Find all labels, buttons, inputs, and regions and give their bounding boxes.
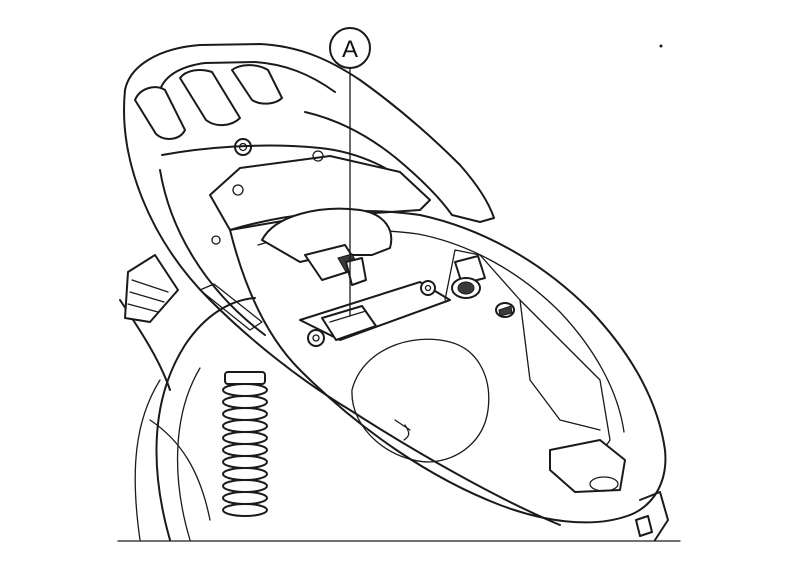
callout-a: A (329, 27, 371, 69)
callout-a-label: A (342, 36, 358, 63)
spring-coil (222, 431, 268, 445)
spring-coil (222, 503, 268, 517)
power-sockets (451, 255, 515, 318)
spring-coil (222, 383, 268, 397)
spring-coil (222, 491, 268, 505)
bottom-right-bracket (635, 491, 669, 541)
spring-coil (222, 395, 268, 409)
part-a-component (321, 305, 377, 341)
spring-coil (222, 479, 268, 493)
side-reflector (124, 254, 179, 323)
spring-coil (222, 467, 268, 481)
spring-coil (222, 443, 268, 457)
seat-latch-area (261, 207, 393, 286)
stray-dot (659, 44, 663, 48)
callout-a-circle (329, 27, 371, 69)
body-shell (123, 89, 561, 526)
spring-coil (222, 455, 268, 469)
spring-coil (222, 419, 268, 433)
rear-grab-rail (124, 43, 495, 223)
spring-coil (222, 407, 268, 421)
compartment-bolts (307, 280, 436, 347)
rear-shock-spring (222, 371, 268, 517)
